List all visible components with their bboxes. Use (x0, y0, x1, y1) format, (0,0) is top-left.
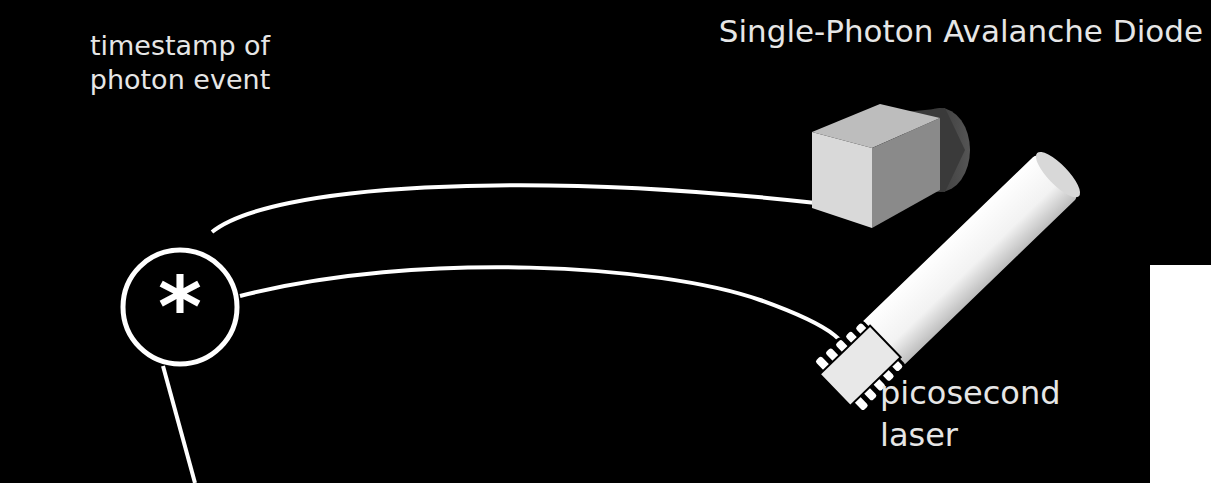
timestamp-circle: *timestamp of photon event (120, 247, 240, 367)
wire (212, 185, 816, 232)
white-panel (1150, 265, 1211, 483)
wire (240, 267, 849, 372)
device-label: picosecond laser (880, 372, 1100, 456)
wire (163, 366, 195, 483)
spad-camera (812, 104, 970, 228)
heading: timestamp of photon event (40, 29, 320, 97)
device-label: Single-Photon Avalanche Diode (719, 10, 1203, 52)
symbol: * (120, 265, 240, 349)
